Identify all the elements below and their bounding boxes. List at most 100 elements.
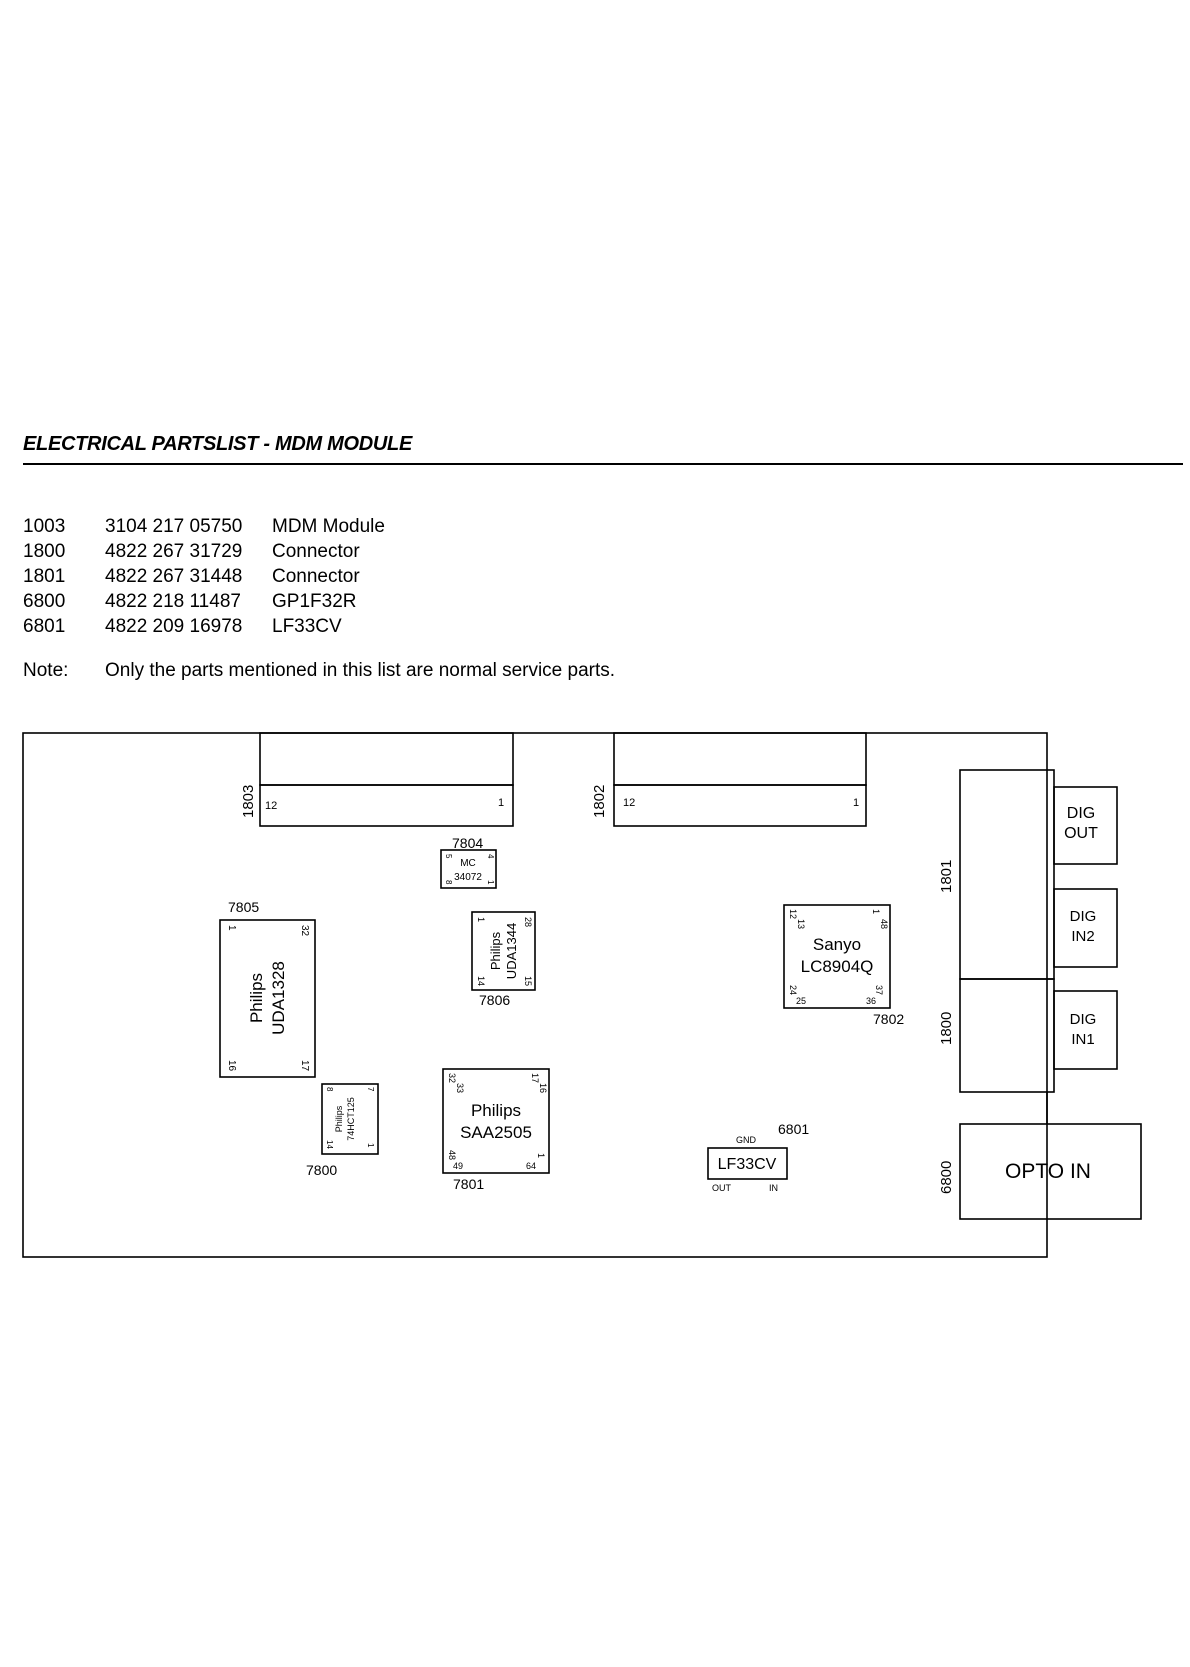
reg-6801-body: [707, 1147, 788, 1180]
ic-7801-pin-49: 49: [453, 1161, 463, 1171]
ic-7801-label-1: Philips: [471, 1101, 521, 1120]
part-code: 4822 267 31448: [105, 566, 243, 587]
part-position: 6801: [23, 616, 66, 637]
conn-1802-pin-1: 1: [853, 797, 859, 809]
dig-in2-box: [1053, 888, 1118, 968]
ic-7802-pin-25: 25: [796, 996, 806, 1006]
ic-7800-pin-7: 7: [366, 1087, 375, 1092]
part-code: 4822 218 11487: [105, 591, 241, 612]
ic-7804-pin-4: 4: [486, 854, 495, 859]
opto-6800-body: [959, 1123, 1142, 1220]
ic-7804-pin-1: 1: [486, 880, 495, 885]
conn-1802-pin-12: 12: [623, 797, 635, 809]
ic-7805-pin-1: 1: [226, 925, 237, 931]
ic-7800-pin-8: 8: [325, 1087, 334, 1092]
ic-7801-pin-32: 32: [447, 1073, 457, 1083]
opto-6800-label: OPTO IN: [1005, 1160, 1091, 1183]
part-position: 1800: [23, 541, 66, 562]
ic-7806-ref: 7806: [479, 992, 510, 1008]
ic-7802-pin-37: 37: [874, 985, 884, 995]
ic-7800-body: [321, 1083, 379, 1155]
part-position: 1801: [23, 566, 66, 587]
ic-7806-pin-28: 28: [523, 917, 533, 927]
ic-7802-label-2: LC8904Q: [801, 957, 874, 976]
part-description: Connector: [272, 566, 360, 587]
ic-7802-pin-48: 48: [879, 919, 889, 929]
ic-7801-label-2: SAA2505: [460, 1123, 532, 1142]
reg-6801-ref: 6801: [778, 1121, 809, 1137]
ic-7800-pin-14: 14: [325, 1140, 334, 1149]
ic-7801-ref: 7801: [453, 1176, 484, 1192]
conn-1803-pin-1: 1: [498, 797, 504, 809]
dig-in1-label-2: IN1: [1071, 1031, 1094, 1048]
conn-1802-ref: 1802: [591, 785, 608, 818]
ic-7800-ref: 7800: [306, 1162, 337, 1178]
ic-7802-pin-24: 24: [788, 985, 798, 995]
note-text: Only the parts mentioned in this list ar…: [105, 660, 616, 681]
reg-6801-in: IN: [769, 1183, 778, 1193]
ic-7804-label-2: 34072: [454, 872, 482, 883]
ic-7801-pin-16: 16: [538, 1083, 548, 1093]
ic-7804-body: [440, 849, 497, 889]
ic-7806-label-1: Philips: [488, 931, 503, 970]
ic-7806-label-2: UDA1344: [504, 923, 519, 979]
title-rule: [23, 463, 1183, 465]
board-outline: [22, 732, 1048, 1258]
reg-6801-out: OUT: [712, 1183, 732, 1193]
part-description: GP1F32R: [272, 591, 357, 612]
ic-7802-label-1: Sanyo: [813, 935, 861, 954]
ic-7802-ref: 7802: [873, 1011, 904, 1027]
part-code: 4822 267 31729: [105, 541, 243, 562]
ic-7804-ref: 7804: [452, 835, 483, 851]
ic-7805-ref: 7805: [228, 899, 259, 915]
conn-1803-body: [259, 784, 514, 827]
part-position: 6800: [23, 591, 66, 612]
ic-7805-label-1: Philips: [247, 973, 266, 1023]
note-label: Note:: [23, 660, 69, 681]
part-description: MDM Module: [272, 516, 385, 537]
dig-out-label-1: DIG: [1067, 805, 1095, 822]
ic-7802-pin-13: 13: [796, 919, 806, 929]
ic-7802-pin-1: 1: [871, 909, 881, 914]
ic-7805-pin-16: 16: [226, 1060, 237, 1072]
ic-7804-pin-8: 8: [444, 880, 453, 885]
page-title: ELECTRICAL PARTSLIST - MDM MODULE: [23, 433, 412, 455]
ic-7801-pin-17: 17: [530, 1073, 540, 1083]
ic-7802-pin-36: 36: [866, 996, 876, 1006]
part-description: LF33CV: [272, 616, 342, 637]
ic-7805-body: [219, 919, 316, 1078]
dig-out-box: [1053, 786, 1118, 865]
dig-in2-label-1: DIG: [1070, 908, 1097, 925]
ic-7802-pin-12: 12: [788, 909, 798, 919]
part-code: 4822 209 16978: [105, 616, 243, 637]
ic-7806-pin-15: 15: [523, 976, 533, 986]
ic-7804-label-1: MC: [460, 858, 476, 869]
ic-7806-pin-1: 1: [476, 917, 486, 922]
part-position: 1003: [23, 516, 66, 537]
ic-7806-body: [471, 911, 536, 991]
dig-in1-label-1: DIG: [1070, 1011, 1097, 1028]
part-description: Connector: [272, 541, 360, 562]
ic-7805-pin-32: 32: [299, 925, 310, 937]
ic-7801-body: [442, 1068, 550, 1174]
opto-6800-ref: 6800: [938, 1161, 955, 1194]
ic-7801-pin-33: 33: [455, 1083, 465, 1093]
conn-1803-pin-12: 12: [265, 800, 277, 812]
conn-1800-ref: 1800: [938, 1012, 955, 1045]
ic-7806-pin-14: 14: [476, 976, 486, 986]
conn-1800-body: [959, 978, 1055, 1093]
dig-in2-label-2: IN2: [1071, 928, 1094, 945]
ic-7800-label-1: Philips: [334, 1105, 344, 1132]
ic-7801-pin-64: 64: [526, 1161, 536, 1171]
conn-1802-housing: [613, 732, 867, 786]
conn-1802-body: [613, 784, 867, 827]
ic-7804-pin-5: 5: [444, 854, 453, 859]
ic-7801-pin-48: 48: [447, 1150, 457, 1160]
ic-7805-label-2: UDA1328: [269, 961, 288, 1035]
reg-6801-gnd: GND: [736, 1135, 757, 1145]
ic-7805-pin-17: 17: [299, 1060, 310, 1072]
ic-7800-label-2: 74HCT125: [346, 1097, 356, 1141]
ic-7800-pin-1: 1: [366, 1143, 375, 1148]
conn-1801-body: [959, 769, 1055, 980]
